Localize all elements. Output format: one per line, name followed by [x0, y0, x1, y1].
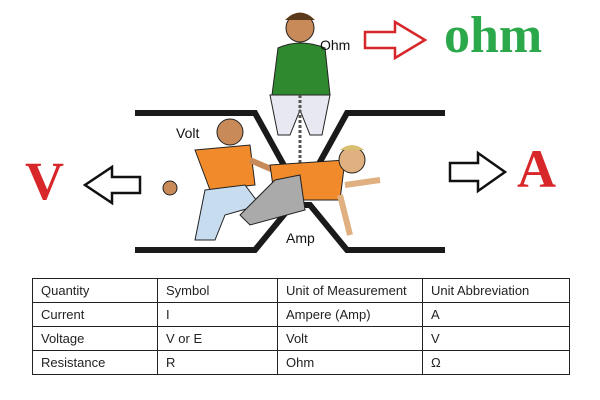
amp-person: [239, 145, 381, 236]
table-row: Voltage V or E Volt V: [32, 326, 570, 351]
table-cell: Ohm: [277, 350, 423, 375]
header-cell: Quantity: [32, 278, 158, 303]
ohm-word: ohm: [444, 7, 543, 64]
units-table: Quantity Symbol Unit of Measurement Unit…: [32, 278, 570, 375]
ohm-label: Ohm: [320, 37, 351, 53]
volt-person: [162, 118, 287, 241]
volt-label: Volt: [176, 125, 200, 141]
volt-letter: V: [25, 151, 64, 211]
header-cell: Unit Abbreviation: [422, 278, 570, 303]
table-cell: R: [157, 350, 278, 375]
table-cell: V or E: [157, 326, 278, 351]
arrow-right-red-icon: [363, 19, 428, 61]
amp-label: Amp: [286, 230, 315, 246]
table-row: Resistance R Ohm Ω: [32, 350, 570, 375]
header-cell: Unit of Measurement: [277, 278, 423, 303]
table-cell: Current: [32, 302, 158, 327]
table-cell: Voltage: [32, 326, 158, 351]
arrow-right-icon: [448, 150, 508, 194]
table-cell: Ω: [422, 350, 570, 375]
table-cell: A: [422, 302, 570, 327]
amp-letter: A: [517, 139, 556, 199]
header-cell: Symbol: [157, 278, 278, 303]
table-cell: Resistance: [32, 350, 158, 375]
table-cell: Ampere (Amp): [277, 302, 423, 327]
table-cell: Volt: [277, 326, 423, 351]
arrow-left-icon: [82, 164, 142, 206]
table-row: Current I Ampere (Amp) A: [32, 302, 570, 327]
table-header-row: Quantity Symbol Unit of Measurement Unit…: [32, 278, 570, 303]
table-cell: I: [157, 302, 278, 327]
table-cell: V: [422, 326, 570, 351]
